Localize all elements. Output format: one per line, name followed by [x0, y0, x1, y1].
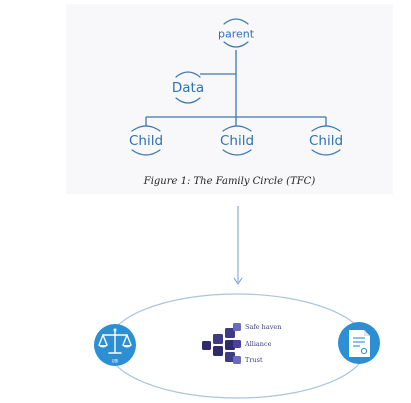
child-2-arc-bottom — [222, 149, 252, 156]
down-arrow-head — [233, 277, 243, 285]
certificate-document-icon — [338, 322, 380, 364]
legend-alliance: Alliance — [245, 340, 272, 348]
parent-arc-bottom — [223, 41, 249, 48]
family-circle-diagram: parent Data Child Child Child Figure 1: … — [66, 4, 393, 194]
dot-cluster-logo — [202, 328, 235, 362]
legend-markers — [233, 323, 241, 364]
scales-of-justice-icon — [94, 324, 136, 366]
tree-connectors — [131, 18, 341, 156]
child-1-arc-top — [131, 125, 161, 132]
child-node-label-3: Child — [308, 133, 344, 149]
child-1-arc-bottom — [131, 149, 161, 156]
child-node-label-2: Child — [219, 133, 255, 149]
data-arc-top — [175, 71, 201, 78]
legend-safe-haven: Safe haven — [245, 323, 282, 331]
data-arc-bottom — [175, 97, 201, 104]
scales-icon-label: UBI — [111, 358, 119, 364]
child-3-arc-top — [311, 125, 341, 132]
parent-arc-top — [223, 18, 249, 25]
figure-caption: Figure 1: The Family Circle (TFC) — [143, 176, 316, 187]
parent-node-label: parent — [217, 27, 255, 41]
child-2-arc-top — [222, 125, 252, 132]
legend-trust: Trust — [245, 356, 263, 364]
network-graphics — [94, 206, 380, 399]
child-node-label-1: Child — [128, 133, 164, 149]
network-illustration: UBI Safe haven Alliance Trust — [66, 198, 393, 401]
data-node-label: Data — [171, 80, 205, 96]
child-3-arc-bottom — [311, 149, 341, 156]
